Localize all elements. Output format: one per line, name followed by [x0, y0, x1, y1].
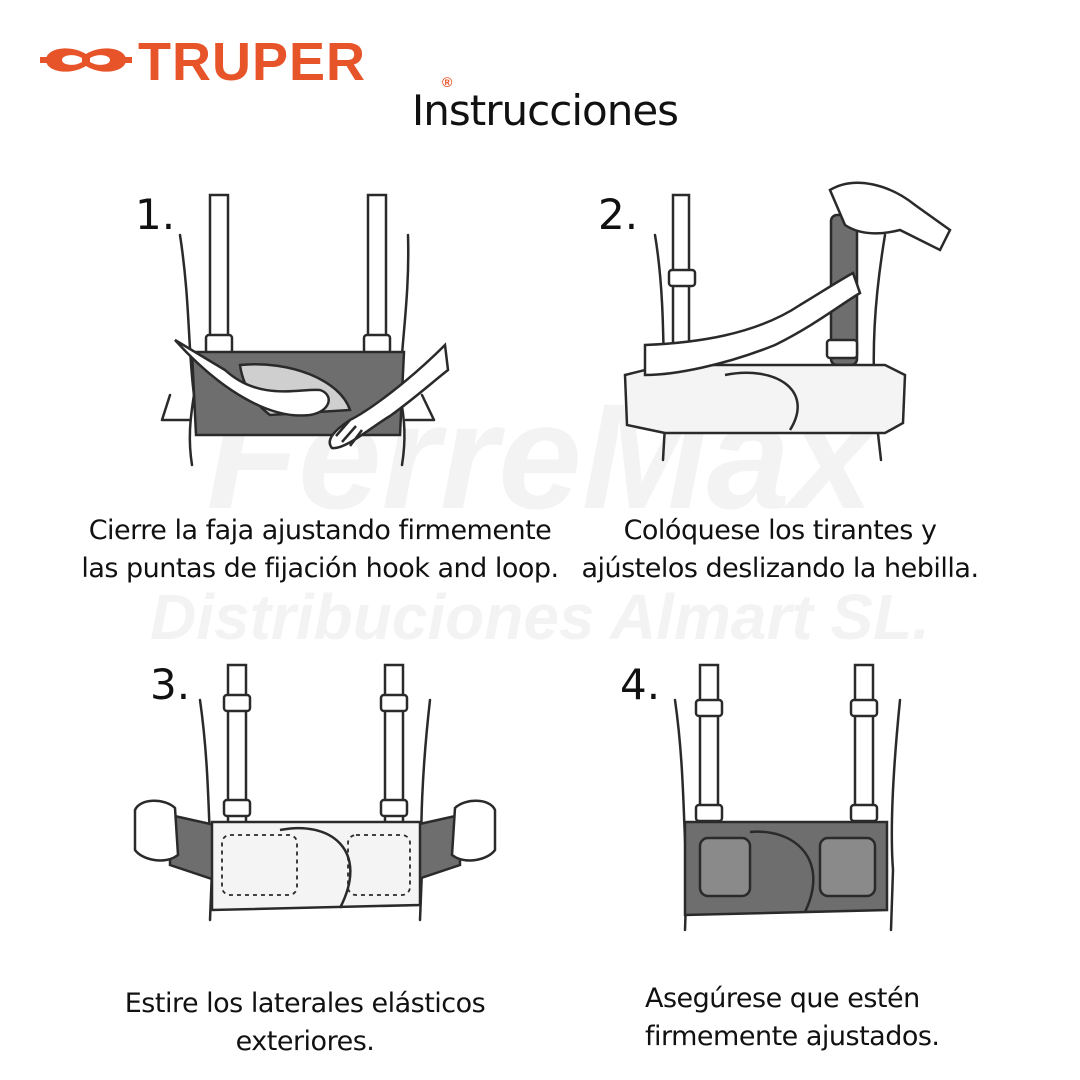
truper-logo-icon — [40, 48, 132, 72]
step-3-caption-line: exteriores. — [235, 1026, 375, 1057]
step-1-number: 1. — [135, 190, 176, 239]
watermark-line-2: Distribuciones Almart SL. — [150, 581, 930, 653]
step-2-number: 2. — [598, 190, 639, 239]
step-1-illustration — [160, 193, 450, 467]
step-1-caption-line: las puntas de fijación hook and loop. — [81, 553, 559, 584]
step-2-caption: Colóquese los tirantes y ajústelos desli… — [570, 512, 990, 588]
step-3-caption: Estire los laterales elásticos exteriore… — [85, 985, 525, 1061]
step-3-number: 3. — [150, 660, 191, 709]
step-2-caption-line: ajústelos deslizando la hebilla. — [581, 553, 979, 584]
step-4-caption-line: firmemente ajustados. — [645, 1021, 940, 1052]
step-2-illustration — [623, 181, 952, 462]
step-4-illustration — [673, 663, 902, 932]
step-3-illustration — [133, 663, 497, 922]
step-4-number: 4. — [620, 660, 661, 709]
step-2-caption-line: Colóquese los tirantes y — [623, 515, 937, 546]
step-4-caption: Asegúrese que estén firmemente ajustados… — [590, 980, 950, 1056]
step-1-caption: Cierre la faja ajustando firmemente las … — [60, 512, 580, 588]
step-4-caption-line: Asegúrese que estén — [645, 983, 920, 1014]
brand-name: TRUPER — [138, 32, 367, 92]
page-title: Instrucciones — [411, 86, 679, 135]
registered-mark: ® — [442, 74, 453, 90]
step-3-caption-line: Estire los laterales elásticos — [124, 988, 486, 1019]
step-1-caption-line: Cierre la faja ajustando firmemente — [88, 515, 552, 546]
truper-logo: TRUPER ® — [40, 32, 452, 92]
